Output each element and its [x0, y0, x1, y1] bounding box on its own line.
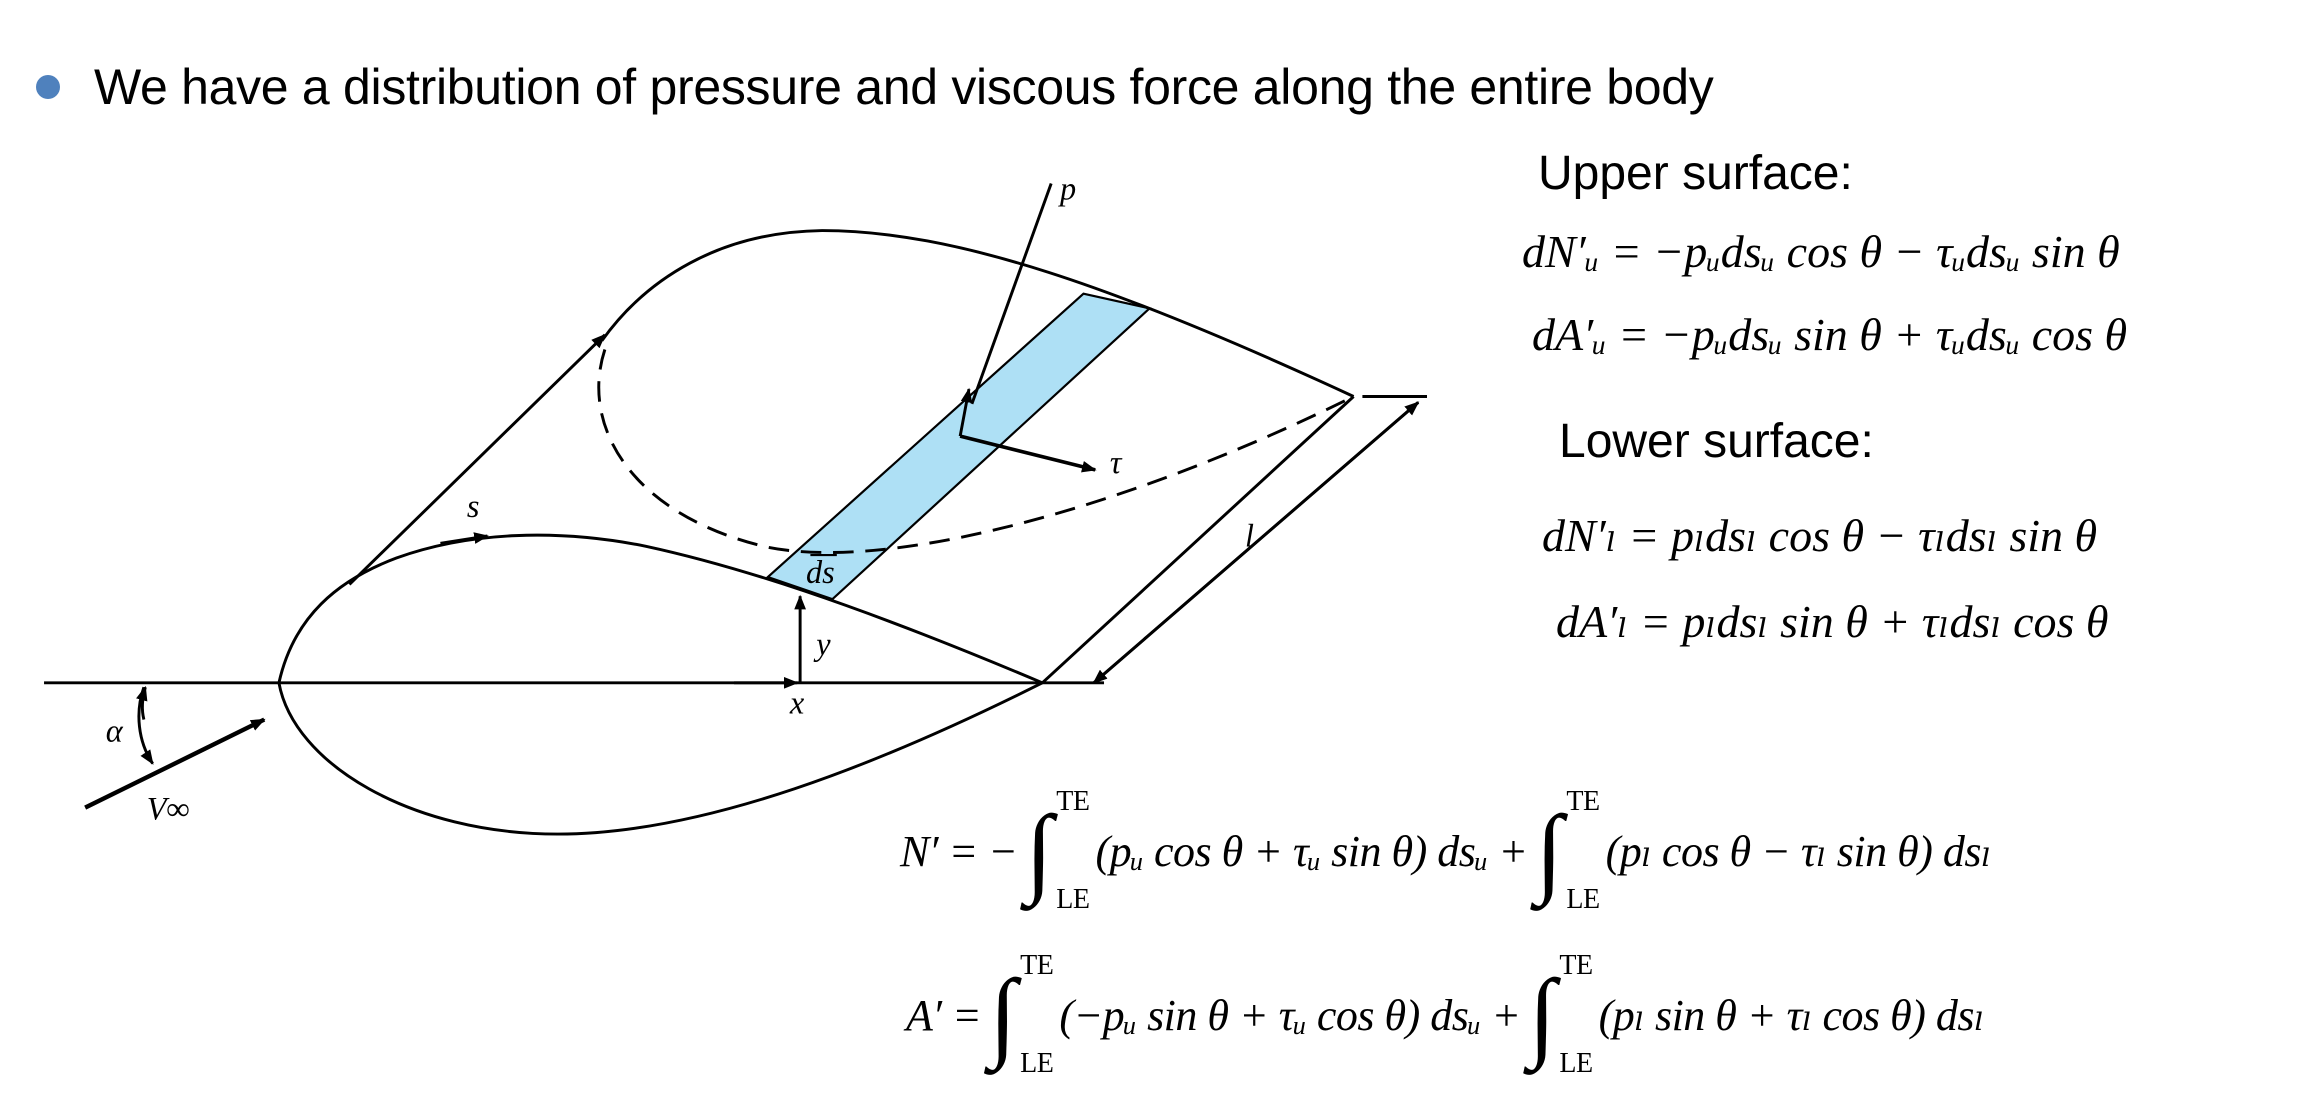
upper-limit: TE [1056, 786, 1090, 817]
span-line-le [348, 333, 606, 586]
lower-surface-heading: Lower surface: [1559, 415, 1874, 468]
lower-limit: LE [1566, 884, 1600, 915]
rear-airfoil-upper [600, 229, 1355, 398]
lower-limit: LE [1020, 1048, 1054, 1079]
bullet-text: We have a distribution of pressure and v… [94, 59, 1714, 115]
upper-surface-heading: Upper surface: [1538, 147, 1853, 200]
lower-limit: LE [1056, 884, 1090, 915]
shear-arrow [959, 434, 1097, 473]
alpha-arc [137, 686, 154, 765]
upper-limit: TE [1559, 950, 1593, 981]
lower-dA-equation: dA′ₗ = pₗdsₗ sin θ + τₗdsₗ cos θ [1556, 596, 2109, 647]
label-l: l [1245, 517, 1254, 553]
lower-dN-equation: dN′ₗ = pₗdsₗ cos θ − τₗdsₗ sin θ [1542, 510, 2098, 561]
s-arrow [440, 532, 489, 545]
axial-force-term1: (−pᵤ sin θ + τᵤ cos θ) dsᵤ + [1059, 990, 1521, 1040]
integral-1: ∫TE LE [989, 950, 1054, 1080]
label-alpha: α [106, 713, 124, 749]
pressure-base-arrow [958, 387, 973, 437]
front-airfoil-lower [277, 681, 1044, 836]
upper-limit: TE [1566, 786, 1600, 817]
front-airfoil-upper [277, 533, 1043, 685]
normal-force-lhs: N′ = − [900, 826, 1018, 876]
integral-sign-icon: ∫ [1528, 959, 1556, 1070]
label-v-inf: V∞ [147, 790, 190, 826]
rear-airfoil-lower-hidden [597, 349, 1355, 554]
integral-sign-icon: ∫ [989, 959, 1017, 1070]
upper-dA-equation: dA′ᵤ = −pᵤdsᵤ sin θ + τᵤdsᵤ cos θ [1532, 309, 2128, 360]
label-tau: τ [1110, 444, 1123, 480]
label-x: x [789, 685, 805, 721]
integral-sign-icon: ∫ [1025, 795, 1053, 906]
upper-limit: TE [1020, 950, 1054, 981]
bullet-dot-icon [36, 75, 60, 99]
pressure-arrow [970, 183, 1053, 405]
label-s: s [467, 488, 480, 524]
normal-force-term1: (pᵤ cos θ + τᵤ sin θ) dsᵤ + [1095, 826, 1528, 876]
axial-force-term2: (pₗ sin θ + τₗ cos θ) dsₗ [1598, 990, 1985, 1040]
integral-1: ∫TE LE [1025, 786, 1090, 916]
axial-force-lhs: A′ = [906, 990, 982, 1040]
alpha-arc-top [136, 685, 148, 720]
integral-2: ∫TE LE [1528, 950, 1593, 1080]
normal-force-term2: (pₗ cos θ − τₗ sin θ) dsₗ [1605, 826, 1992, 876]
label-p: p [1058, 171, 1076, 207]
span-dimension-arrow-back [1092, 401, 1420, 684]
upper-dN-equation: dN′ᵤ = −pᵤdsᵤ cos θ − τᵤdsᵤ sin θ [1522, 226, 2120, 277]
integral-sign-icon: ∫ [1535, 795, 1563, 906]
span-line-te [1041, 395, 1355, 684]
label-y: y [813, 626, 831, 662]
bullet-point: We have a distribution of pressure and v… [36, 58, 1714, 116]
integral-2: ∫TE LE [1535, 786, 1600, 916]
freestream-arrow [84, 717, 266, 810]
lower-limit: LE [1559, 1048, 1593, 1079]
label-ds: ds [806, 554, 835, 590]
